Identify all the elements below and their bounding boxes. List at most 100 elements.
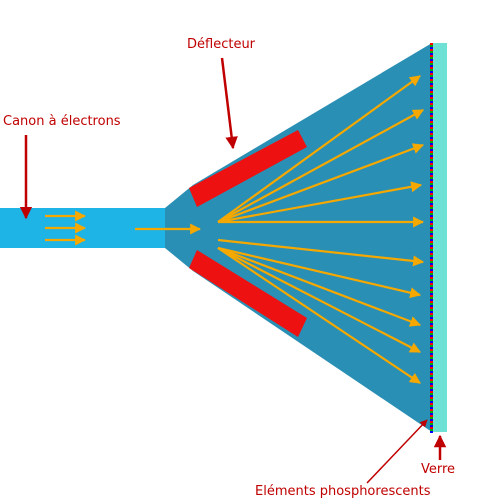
phosphor-dot xyxy=(430,383,433,385)
phosphor-dot xyxy=(430,133,433,135)
phosphor-dot xyxy=(430,323,433,325)
phosphor-dot xyxy=(430,157,433,159)
phosphor-dot xyxy=(430,391,433,393)
deflected-beam-arrow xyxy=(217,75,421,223)
phosphor-dot xyxy=(430,375,433,377)
phosphor-dot xyxy=(430,81,433,83)
phosphor-dot xyxy=(430,357,433,359)
phosphor-dot xyxy=(430,401,433,403)
deflected-beam-arrow xyxy=(217,238,425,267)
phosphor-dot xyxy=(430,351,433,353)
phosphor-dot xyxy=(430,45,433,47)
phosphor-dot xyxy=(430,305,433,307)
phosphor-dot xyxy=(430,77,433,79)
phosphor-dot xyxy=(430,347,433,349)
phosphor-dot xyxy=(430,261,433,263)
phosphor-dot xyxy=(430,365,433,367)
phosphor-dot xyxy=(430,99,433,101)
phosphor-dot xyxy=(430,57,433,59)
phosphor-dot xyxy=(430,387,433,389)
phosphor-dot xyxy=(430,97,433,99)
phosphor-dot xyxy=(430,263,433,265)
phosphor-dot xyxy=(430,61,433,63)
phosphor-dot xyxy=(430,127,433,129)
deflected-beams xyxy=(217,75,425,384)
phosphor-dot xyxy=(430,419,433,421)
phosphor-strip xyxy=(430,43,433,433)
phosphor-dot xyxy=(430,225,433,227)
phosphor-dot xyxy=(430,103,433,105)
phosphor-dot xyxy=(430,185,433,187)
phosphor-dot xyxy=(430,175,433,177)
phosphor-dot xyxy=(430,169,433,171)
phosphor-dot xyxy=(430,69,433,71)
phosphor-dot xyxy=(430,415,433,417)
phosphor-dot xyxy=(430,247,433,249)
phosphor-dot xyxy=(430,47,433,49)
phosphor-dot xyxy=(430,423,433,425)
phosphor-dot xyxy=(430,165,433,167)
phosphor-dot xyxy=(430,417,433,419)
glass-screen xyxy=(432,43,447,432)
phosphor-dot xyxy=(430,259,433,261)
deflected-beam-arrow xyxy=(217,246,422,299)
phosphor-dot xyxy=(430,139,433,141)
phosphor-dot xyxy=(430,105,433,107)
phosphor-dot xyxy=(430,337,433,339)
deflected-beam-arrow xyxy=(217,247,421,384)
phosphor-dot xyxy=(430,205,433,207)
phosphor-dot xyxy=(430,271,433,273)
phosphor-dot xyxy=(430,183,433,185)
phosphor-dot xyxy=(430,301,433,303)
phosphor-dot xyxy=(430,193,433,195)
phosphor-dot xyxy=(430,293,433,295)
phosphor-dot xyxy=(430,227,433,229)
phosphor-dot xyxy=(430,257,433,259)
phosphor-dot xyxy=(430,395,433,397)
phosphor-dot xyxy=(430,411,433,413)
phosphor-dot xyxy=(430,129,433,131)
phosphor-dot xyxy=(430,181,433,183)
phosphor-dot xyxy=(430,59,433,61)
phosphor-dot xyxy=(430,399,433,401)
lower-deflector xyxy=(189,250,307,337)
phosphor-dot xyxy=(430,309,433,311)
phosphor-dot xyxy=(430,345,433,347)
phosphor-dot xyxy=(430,199,433,201)
phosphor-dot xyxy=(430,251,433,253)
phosphor-dot xyxy=(430,131,433,133)
phosphor-dot xyxy=(430,217,433,219)
phosphor-dot xyxy=(430,363,433,365)
phosphor-dot xyxy=(430,429,433,431)
phosphor-dot xyxy=(430,101,433,103)
phosphor-dot xyxy=(430,171,433,173)
phosphor-pointer-arrow xyxy=(366,419,428,484)
phosphor-dot xyxy=(430,333,433,335)
deflected-beam-arrow xyxy=(217,247,421,353)
phosphor-dot xyxy=(430,219,433,221)
phosphor-dot xyxy=(430,95,433,97)
phosphor-dot xyxy=(430,269,433,271)
phosphor-dot xyxy=(430,273,433,275)
phosphor-dot xyxy=(430,209,433,211)
phosphor-dot xyxy=(430,297,433,299)
phosphor-dot xyxy=(430,43,433,45)
glass-label: Verre xyxy=(421,462,455,477)
phosphor-dot xyxy=(430,379,433,381)
phosphor-dot xyxy=(430,409,433,411)
upper-deflector xyxy=(189,130,307,207)
phosphor-dot xyxy=(430,67,433,69)
phosphor-dot xyxy=(430,215,433,217)
phosphor-dot xyxy=(430,87,433,89)
phosphor-dot xyxy=(430,341,433,343)
phosphor-dot xyxy=(430,191,433,193)
phosphor-dot xyxy=(430,311,433,313)
phosphor-dot xyxy=(430,329,433,331)
phosphor-dot xyxy=(430,159,433,161)
phosphor-dot xyxy=(430,285,433,287)
phosphor-dot xyxy=(430,153,433,155)
phosphor-dot xyxy=(430,325,433,327)
phosphor-dot xyxy=(430,151,433,153)
phosphor-dot xyxy=(430,163,433,165)
phosphor-dot xyxy=(430,79,433,81)
